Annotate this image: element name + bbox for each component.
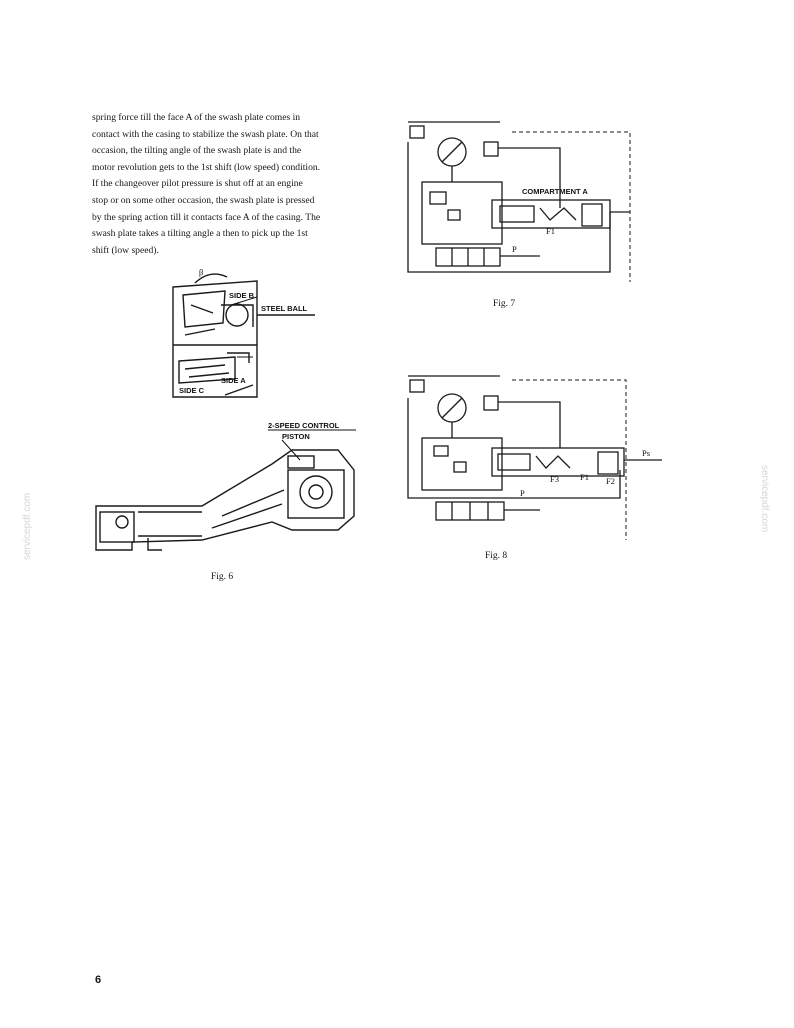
fig6-caption: Fig. 6 [211, 572, 234, 582]
fig6-motor-section: 2-SPEED CONTROL PISTON [92, 420, 362, 570]
body-line: contact with the casing to stabilize the… [92, 128, 319, 140]
p-label: P [520, 488, 525, 498]
body-line: spring force till the face A of the swas… [92, 112, 301, 123]
beta-label: β [199, 267, 203, 277]
body-line: occasion, the tilting angle of the swash… [92, 145, 302, 157]
body-line: swash plate takes a tilting angle a then… [92, 228, 308, 240]
steel-ball-label: STEEL BALL [261, 304, 308, 313]
body-line: If the changeover pilot pressure is shut… [92, 178, 303, 190]
body-paragraph: spring force till the face A of the swas… [92, 110, 360, 259]
watermark-left: servicepdf.com [22, 492, 33, 560]
body-line: stop or on some other occasion, the swas… [92, 194, 315, 206]
body-line: motor revolution gets to the 1st shift (… [92, 161, 321, 173]
p-label: P [512, 244, 517, 254]
watermark-right: servicepdf.com [759, 465, 770, 533]
fig7-hydraulic-circuit: COMPARTMENT A F1 P [400, 112, 631, 284]
f3-label: F3 [550, 474, 559, 484]
two-speed-control-label: 2-SPEED CONTROL [268, 421, 340, 430]
body-line: shift (low speed). [92, 244, 159, 256]
fig7-caption: Fig. 7 [493, 299, 516, 309]
fig6-lower-drawing: 2-SPEED CONTROL PISTON [95, 421, 356, 551]
body-line: by the spring action till it contacts fa… [92, 211, 321, 223]
fig7-drawing: COMPARTMENT A F1 P [407, 121, 631, 282]
ps-label: Ps [642, 448, 650, 458]
page-number: 6 [95, 974, 102, 986]
side-b-label: SIDE B [229, 291, 255, 300]
side-a-label: SIDE A [221, 376, 246, 385]
fig6-swash-plate-detail: β SIDE B STEEL BALL SIDE A SIDE C [165, 265, 365, 415]
f1-label: F1 [546, 226, 555, 236]
piston-label: PISTON [282, 432, 310, 441]
fig8-hydraulic-circuit: Ps F3 F1 F2 P [400, 370, 670, 540]
side-c-label: SIDE C [179, 386, 205, 395]
f2-label: F2 [606, 476, 615, 486]
fig8-caption: Fig. 8 [485, 551, 508, 561]
fig6-upper-drawing: β SIDE B STEEL BALL SIDE A SIDE C [172, 267, 315, 398]
fig8-drawing: Ps F3 F1 F2 P [407, 375, 662, 540]
f1-label: F1 [580, 472, 589, 482]
compartment-a-label: COMPARTMENT A [522, 187, 588, 196]
